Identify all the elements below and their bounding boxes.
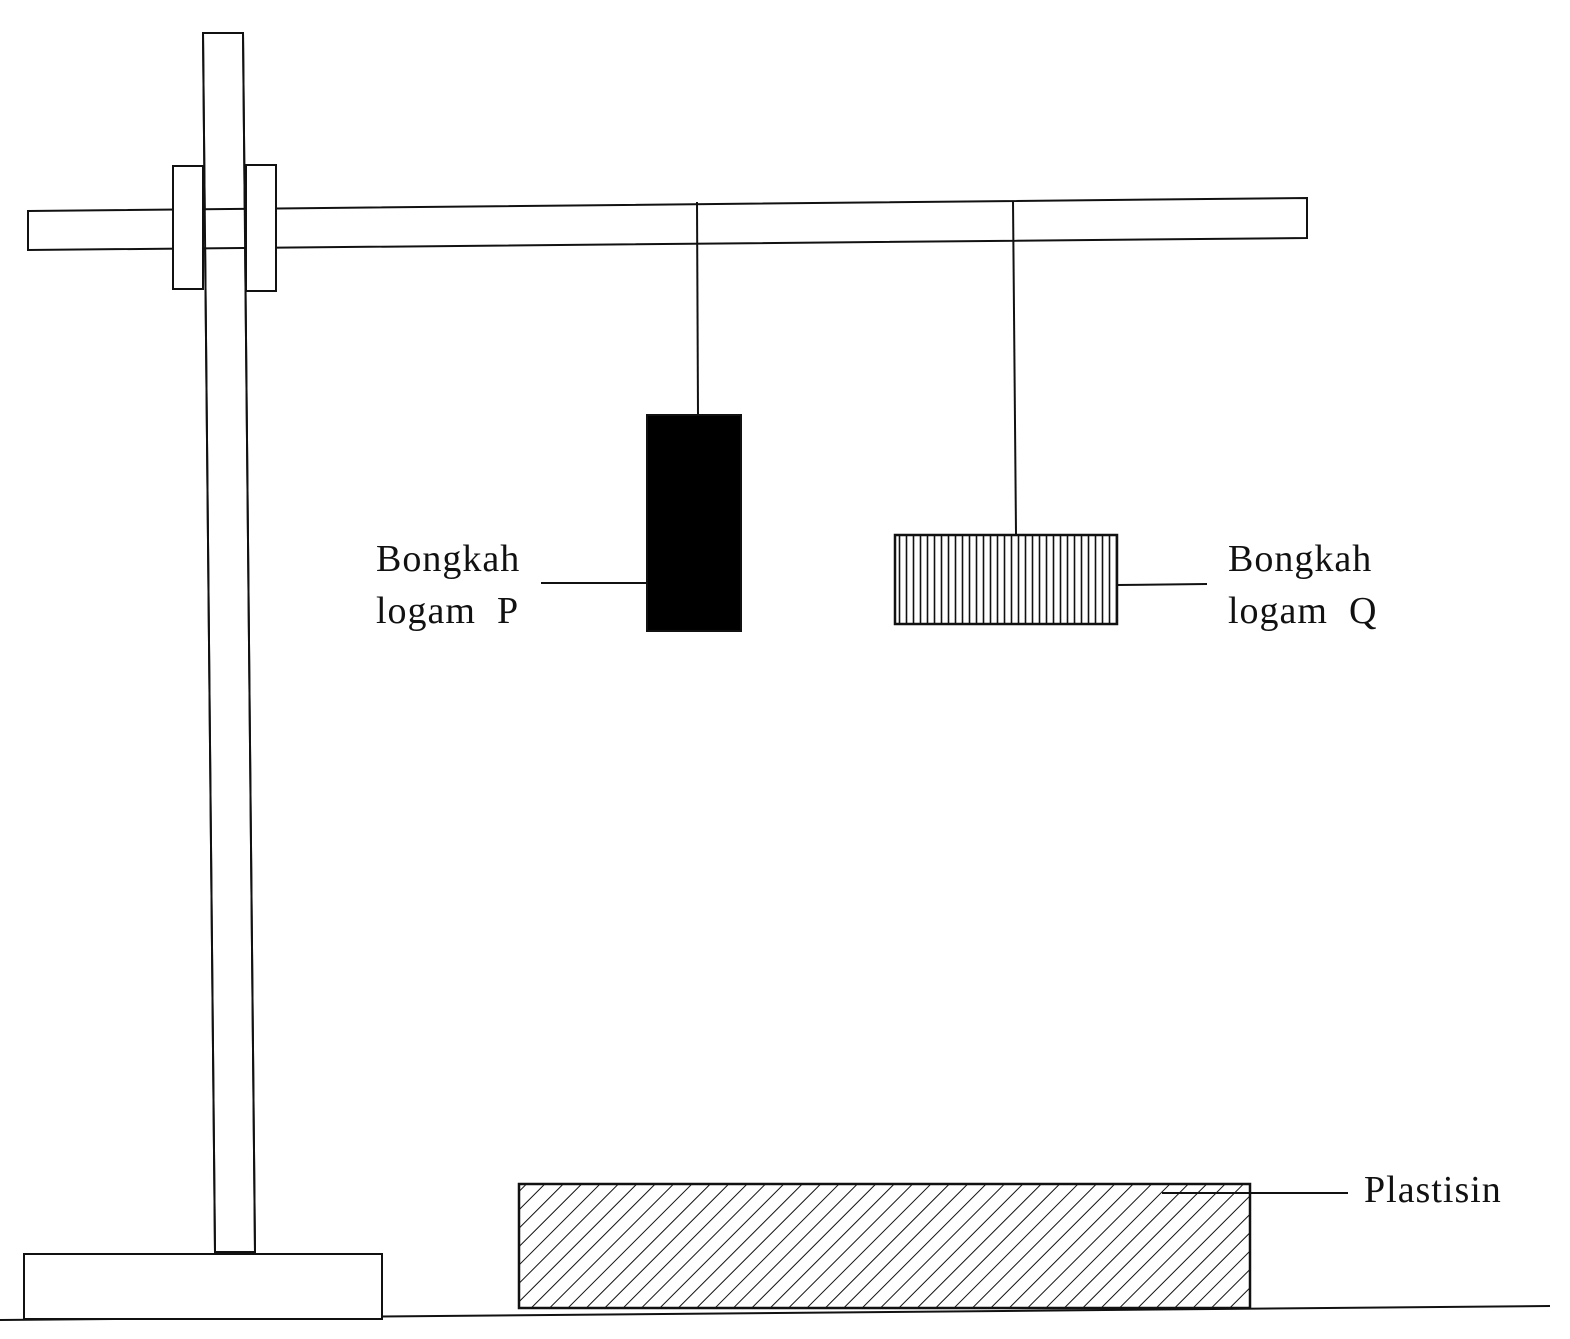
metal-block-p [646, 414, 742, 632]
plasticine-block [517, 1182, 1252, 1310]
label-metal-q: Bongkah logam Q [1228, 533, 1377, 637]
stand-base [23, 1253, 383, 1320]
label-plasticine: Plastisin [1364, 1169, 1502, 1211]
metal-block-q [893, 533, 1119, 626]
string-q [1012, 200, 1017, 535]
string-p [696, 201, 699, 416]
label-metal-q-line2: logam Q [1228, 590, 1378, 632]
label-metal-p-line2: logam P [376, 590, 520, 632]
label-metal-q-line1: Bongkah [1228, 538, 1373, 580]
leader-line-q [1116, 583, 1208, 586]
horizontal-arm [27, 196, 1308, 252]
label-metal-p-line1: Bongkah [376, 538, 521, 580]
clamp-block-left [172, 165, 204, 290]
label-metal-p: Bongkah logam P [376, 533, 520, 637]
clamp-block-right [245, 164, 277, 292]
